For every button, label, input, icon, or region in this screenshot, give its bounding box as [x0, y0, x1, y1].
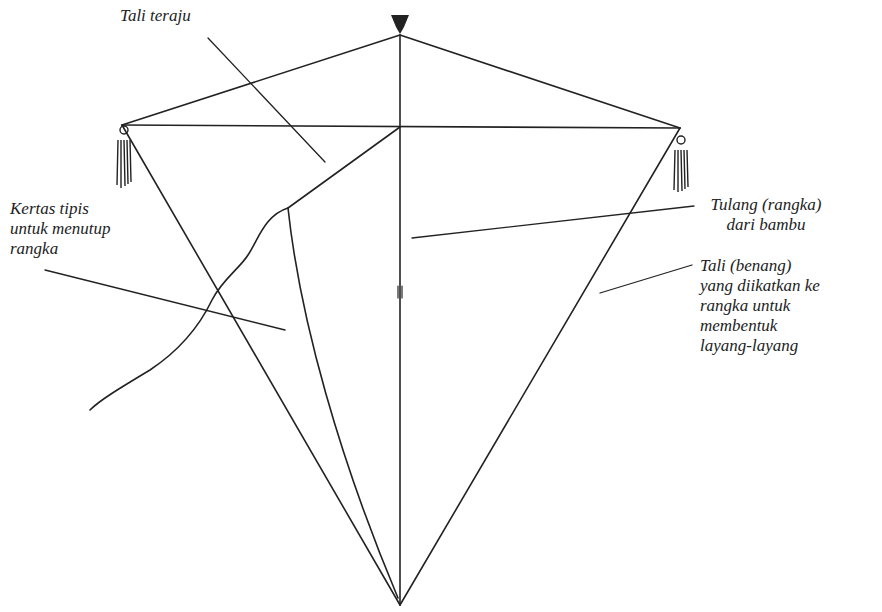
frame-string [400, 35, 680, 128]
top-tassel [391, 15, 409, 34]
frame-string [122, 125, 400, 605]
frame-string [122, 35, 400, 125]
bridle-string [288, 208, 398, 598]
part-label: Tali teraju [118, 5, 228, 27]
part-label: Tulang (rangka) dari bambu [698, 194, 834, 236]
corner-tassel [117, 126, 131, 188]
cross-spar [122, 125, 680, 128]
mark [398, 286, 402, 298]
spine-spar [399, 35, 401, 605]
corner-tassel [674, 136, 688, 192]
part-label: Kertas tipis untuk menutup rangka [8, 198, 130, 260]
leader-line [45, 270, 285, 330]
bridle-string [288, 127, 400, 208]
leader-line [600, 265, 692, 293]
leader-line [412, 206, 694, 238]
frame-string [400, 128, 680, 605]
part-label: Tali (benang) yang diikatkan ke rangka u… [698, 255, 822, 357]
leader-line [208, 38, 325, 162]
